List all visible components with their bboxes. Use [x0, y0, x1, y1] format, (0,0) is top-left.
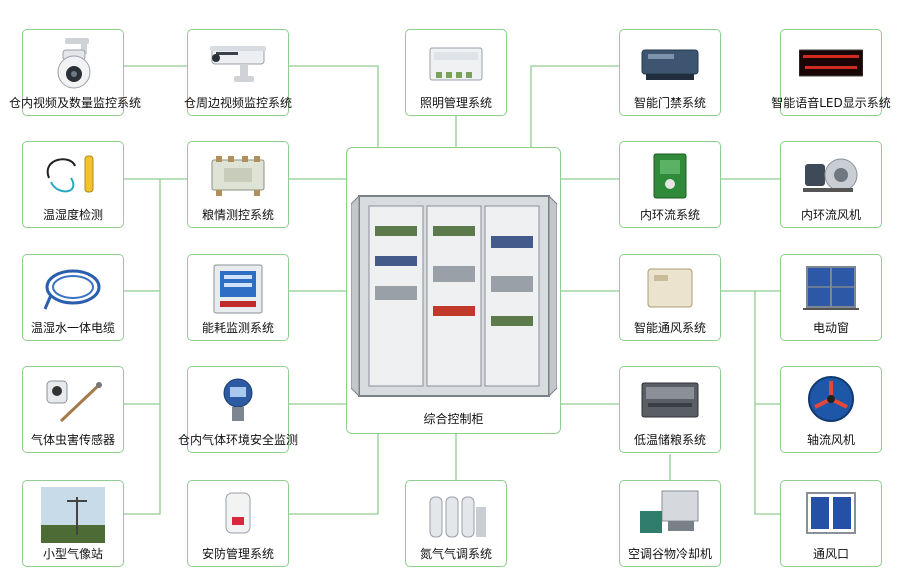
node-label: 照明管理系统 [419, 96, 492, 110]
node-axial-fan[interactable]: 轴流风机 [780, 366, 882, 453]
node-low-temp[interactable]: 低温储粮系统 [619, 366, 721, 453]
node-label: 电动窗 [812, 321, 849, 335]
node-label: 粮情测控系统 [201, 208, 274, 222]
node-label: 智能门禁系统 [633, 96, 706, 110]
ptz-dome-camera-icon [57, 38, 91, 89]
node-temp-humidity[interactable]: 温湿度检测 [22, 141, 124, 228]
node-label: 仓周边视频监控系统 [183, 96, 292, 110]
node-cooler[interactable]: 空调谷物冷却机 [619, 480, 721, 567]
node-circulation[interactable]: 内环流系统 [619, 141, 721, 228]
circulation-controller-icon [653, 153, 687, 199]
node-pest-sensor[interactable]: 气体虫害传感器 [22, 366, 124, 453]
din-controller-icon [641, 382, 699, 418]
bullet-camera-icon [210, 46, 266, 82]
grain-monitor-unit-icon [211, 156, 265, 196]
center-label: 综合控制柜 [423, 412, 484, 426]
weather-station-icon [41, 487, 105, 543]
ventilation-box-icon [647, 268, 693, 308]
humidity-sensor-icon [46, 155, 94, 193]
node-label: 能耗监测系统 [201, 321, 274, 335]
node-label: 内环流系统 [639, 208, 700, 222]
node-label: 仓内气体环境安全监测 [177, 433, 298, 447]
node-label: 温湿度检测 [42, 208, 103, 222]
node-label: 仓内视频及数量监控系统 [9, 96, 142, 110]
node-lighting[interactable]: 照明管理系统 [405, 29, 507, 116]
node-electric-window[interactable]: 电动窗 [780, 254, 882, 341]
node-label: 智能语音LED显示系统 [771, 96, 891, 110]
node-label: 低温储粮系统 [633, 433, 706, 447]
axial-fan-icon [808, 376, 854, 422]
gas-detector-icon [223, 378, 253, 421]
node-nitrogen[interactable]: 氮气气调系统 [405, 480, 507, 567]
node-warehouse-video[interactable]: 仓内视频及数量监控系统 [9, 29, 141, 116]
node-label: 温湿水一体电缆 [30, 321, 115, 335]
led-display-icon [799, 49, 863, 77]
node-label: 安防管理系统 [201, 547, 274, 561]
node-ventilation[interactable]: 智能通风系统 [619, 254, 721, 341]
node-weather[interactable]: 小型气像站 [22, 480, 124, 567]
control-cabinet-icon [351, 194, 557, 398]
vent-opening-icon [806, 492, 856, 534]
din-relay-module-icon [429, 47, 483, 81]
grain-cooler-icon [640, 490, 699, 533]
node-label: 通风口 [812, 547, 849, 561]
nitrogen-generator-icon [429, 496, 486, 538]
node-cable[interactable]: 温湿水一体电缆 [22, 254, 124, 341]
node-vent-opening[interactable]: 通风口 [780, 480, 882, 567]
node-label: 内环流风机 [800, 208, 861, 222]
integrated-control-cabinet[interactable]: 综合控制柜 [346, 147, 561, 434]
sensor-cable-icon [43, 269, 101, 310]
node-label: 气体虫害传感器 [30, 433, 115, 447]
energy-meter-icon [213, 264, 263, 314]
circulation-fan-icon [803, 158, 858, 192]
node-circulation-fan[interactable]: 内环流风机 [780, 141, 882, 228]
node-label: 氮气气调系统 [419, 547, 492, 561]
security-detector-icon [225, 492, 251, 534]
node-security[interactable]: 安防管理系统 [187, 480, 289, 567]
node-label: 智能通风系统 [633, 321, 706, 335]
gas-pest-sensor-icon [46, 380, 102, 423]
node-grain-monitor[interactable]: 粮情测控系统 [187, 141, 289, 228]
node-label: 小型气像站 [42, 547, 103, 561]
node-perimeter-video[interactable]: 仓周边视频监控系统 [184, 29, 292, 116]
node-gas-safety[interactable]: 仓内气体环境安全监测 [178, 366, 298, 453]
node-energy[interactable]: 能耗监测系统 [187, 254, 289, 341]
electric-window-icon [803, 266, 859, 310]
access-controller-icon [641, 49, 699, 80]
node-label: 轴流风机 [806, 433, 855, 447]
node-access-control[interactable]: 智能门禁系统 [619, 29, 721, 116]
node-led-display[interactable]: 智能语音LED显示系统 [771, 29, 891, 116]
node-label: 空调谷物冷却机 [627, 547, 712, 561]
